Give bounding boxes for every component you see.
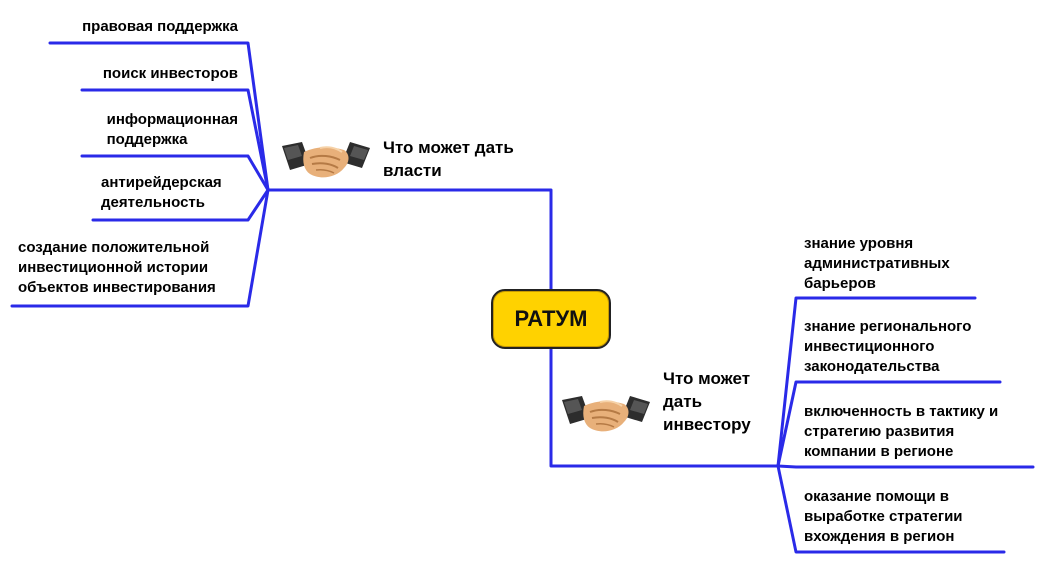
left-item-5-line-1: создание положительной [18, 239, 210, 256]
left-item-2-line-1: поиск инвесторов [102, 65, 238, 82]
center-node-label: РАТУМ [514, 306, 588, 331]
right-item-3: включенность в тактику и стратегию разви… [804, 402, 998, 462]
right-item-4-line-1: оказание помощи в [804, 488, 949, 505]
right-branch-label: Что может дать инвестору [663, 367, 751, 436]
left-item-1-line-1: правовая поддержка [82, 18, 238, 35]
connector-center-to-right [549, 347, 780, 468]
center-node: РАТУМ [491, 289, 611, 349]
left-branch-label-line-1: Что может дать [383, 138, 514, 157]
left-item-4: антирейдерская деятельность [101, 173, 222, 213]
left-item-3-line-2: поддержка [106, 131, 188, 148]
left-item-5-line-3: объектов инвестирования [18, 279, 216, 296]
right-item-2: знание регионального инвестиционного зак… [804, 317, 971, 377]
right-item-4-line-2: выработке стратегии [804, 508, 963, 525]
connector-left-item-3 [80, 154, 270, 192]
connector-right-item-3 [776, 464, 1035, 469]
left-item-4-line-1: антирейдерская [101, 174, 222, 191]
left-item-4-line-2: деятельность [101, 194, 205, 211]
right-item-3-line-1: включенность в тактику и [804, 403, 999, 420]
left-item-5: создание положительной инвестиционной ис… [18, 238, 216, 298]
handshake-icon [282, 142, 370, 178]
left-branch-label-line-2: власти [383, 161, 442, 180]
right-branch-label-line-1: Что может [663, 369, 751, 388]
connector-left-item-5 [10, 188, 270, 308]
connector-left-item-1 [48, 41, 270, 192]
right-branch-label-line-2: дать [663, 392, 703, 411]
right-item-2-line-2: инвестиционного [804, 338, 935, 355]
connector-right-item-2 [776, 380, 1002, 468]
right-item-1-line-1: знание уровня [804, 235, 914, 252]
right-item-3-line-2: стратегию развития [804, 423, 955, 440]
connector-left-item-2 [80, 88, 270, 192]
right-item-3-line-3: компании в регионе [804, 443, 954, 460]
right-item-1-line-3: барьеров [804, 275, 876, 292]
connector-center-to-left [266, 188, 553, 291]
right-item-2-line-3: законодательства [804, 358, 940, 375]
left-item-3: информационная поддержка [107, 110, 238, 150]
right-item-1: знание уровня административных барьеров [804, 234, 950, 294]
left-item-1: правовая поддержка [82, 17, 238, 37]
left-item-2: поиск инвесторов [103, 64, 238, 84]
right-item-4-line-3: вхождения в регион [804, 528, 955, 545]
left-branch-label: Что может дать власти [383, 136, 514, 182]
left-item-5-line-2: инвестиционной истории [18, 259, 209, 276]
handshake-icon-right [562, 396, 650, 432]
connector-left-item-4 [91, 188, 270, 222]
connector-right-item-1 [776, 296, 977, 468]
right-item-1-line-2: административных [804, 255, 950, 272]
right-branch-label-line-3: инвестору [663, 415, 751, 434]
connector-right-item-4 [776, 464, 1006, 554]
left-item-3-line-1: информационная [106, 111, 238, 128]
right-item-4: оказание помощи в выработке стратегии вх… [804, 487, 963, 547]
right-item-2-line-1: знание регионального [804, 318, 972, 335]
